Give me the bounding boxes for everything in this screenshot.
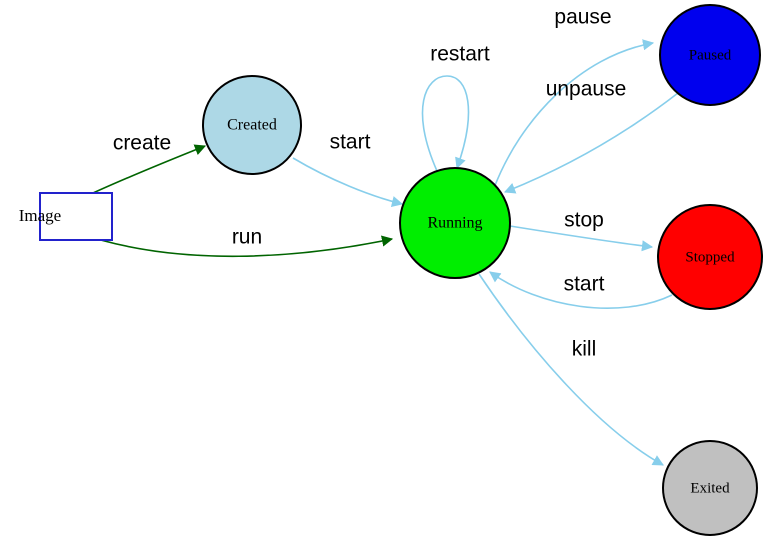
node-stopped-shape[interactable] [657, 204, 763, 310]
node-paused[interactable]: Paused [659, 4, 761, 106]
edges-layer [77, 39, 679, 466]
edge-label-start-stopped-running: start [564, 273, 605, 296]
nodes-layer: Image Created Running Paused Stopped Exi [19, 4, 763, 536]
edge-run [77, 232, 394, 258]
edge-pause [493, 39, 655, 189]
node-stopped[interactable]: Stopped [657, 204, 763, 310]
edge-stop [509, 225, 654, 252]
node-exited[interactable]: Exited [662, 440, 758, 536]
node-running-shape[interactable] [399, 167, 511, 279]
edge-start-created-running [292, 157, 404, 207]
edge-kill [478, 273, 664, 466]
edge-unpause [503, 92, 679, 194]
node-running[interactable]: Running [399, 167, 511, 279]
edge-label-unpause: unpause [546, 78, 627, 101]
edge-create [77, 144, 207, 201]
edge-start-stopped-running [489, 271, 673, 309]
edge-label-run: run [232, 226, 262, 249]
edge-label-stop: stop [564, 209, 604, 232]
node-image-shape[interactable] [39, 192, 113, 241]
edge-label-restart: restart [430, 43, 490, 66]
edge-labels-layer: create run start restart pause unpause s… [113, 6, 626, 361]
edge-restart-self-loop [421, 75, 470, 172]
edge-label-kill: kill [572, 338, 597, 361]
node-created-shape[interactable] [202, 75, 302, 175]
edge-label-create: create [113, 132, 171, 155]
node-exited-shape[interactable] [662, 440, 758, 536]
edge-label-pause: pause [554, 6, 611, 29]
edge-label-start-created-running: start [330, 131, 371, 154]
node-created[interactable]: Created [202, 75, 302, 175]
node-paused-shape[interactable] [659, 4, 761, 106]
node-image[interactable]: Image [19, 192, 113, 241]
